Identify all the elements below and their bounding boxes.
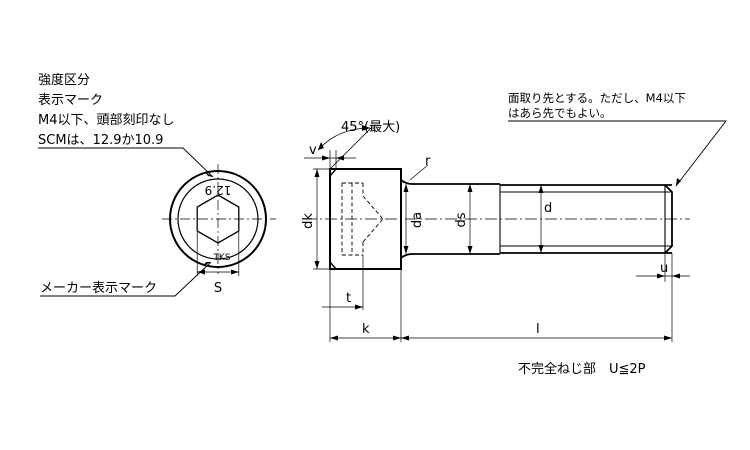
head-marks: 12.9 TKS bbox=[205, 183, 232, 263]
arrowheads bbox=[197, 125, 681, 341]
strength-line3: M4以下、頭部刻印なし bbox=[38, 113, 175, 128]
maker-leader bbox=[40, 261, 212, 297]
v-label: v bbox=[309, 143, 317, 158]
incomplete-thread-note: 不完全ねじ部 U≦2P bbox=[518, 361, 646, 377]
chamfer-note-line2: はあら先でもよい。 bbox=[508, 106, 612, 120]
head-left-chamfer-b bbox=[329, 261, 337, 270]
t-label: t bbox=[346, 291, 351, 306]
chamfer-leader bbox=[508, 120, 727, 187]
chamfer-note-line1: 面取り先とする。ただし、M4以下 bbox=[508, 91, 686, 105]
labels: 強度区分 表示マーク M4以下、頭部刻印なし SCMは、12.9か10.9 面取… bbox=[38, 72, 686, 377]
strength-leader bbox=[38, 147, 214, 178]
r-label: r bbox=[425, 154, 431, 169]
head-end-view bbox=[38, 147, 276, 297]
l-label: l bbox=[536, 322, 540, 337]
maker-mark-label: メーカー表示マーク bbox=[40, 281, 157, 296]
neck-upper bbox=[400, 179, 500, 185]
strength-title-line1: 強度区分 bbox=[38, 72, 90, 88]
da-label: da bbox=[410, 212, 425, 228]
strength-title-line2: 表示マーク bbox=[38, 93, 103, 108]
ds-label: ds bbox=[454, 212, 469, 227]
neck-lower bbox=[400, 253, 500, 259]
grade-mark: 12.9 bbox=[205, 183, 232, 197]
head-left-chamfer bbox=[329, 168, 337, 177]
s-label: S bbox=[214, 281, 222, 296]
d-label: d bbox=[544, 201, 552, 216]
angle-label: 45°(最大) bbox=[341, 120, 400, 135]
maker-mark-text: TKS bbox=[212, 253, 230, 263]
u-label: u bbox=[660, 261, 668, 276]
side-view bbox=[304, 120, 727, 342]
dk-label: dk bbox=[301, 213, 316, 229]
r-leader bbox=[409, 164, 429, 181]
k-label: k bbox=[362, 322, 370, 337]
strength-line4: SCMは、12.9か10.9 bbox=[38, 133, 163, 148]
angle-ray bbox=[329, 126, 373, 170]
